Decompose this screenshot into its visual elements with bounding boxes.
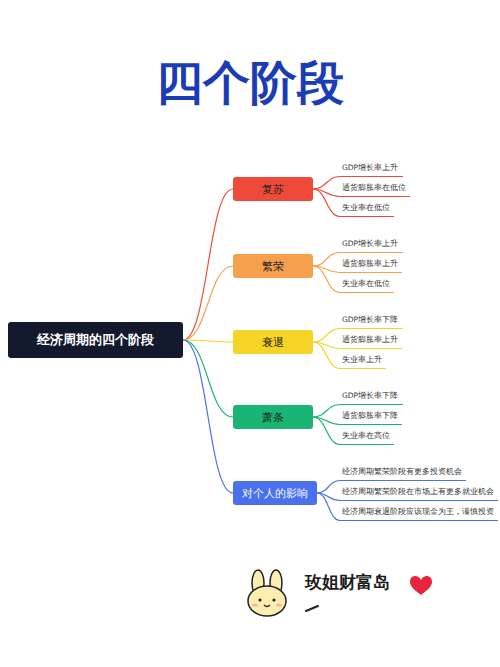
leaf-topic: 通货膨胀率上升 xyxy=(340,259,402,273)
stage-box: 衰退 xyxy=(233,330,313,354)
node-text: 繁荣 xyxy=(262,259,284,274)
leaf-topic: 通货膨胀率在低位 xyxy=(340,183,410,197)
node-text: 复苏 xyxy=(262,182,284,197)
branch-connector xyxy=(313,342,340,369)
leaf-topic: 经济周期繁荣阶段在市场上有更多就业机会 xyxy=(340,487,498,501)
node-text: 衰退 xyxy=(262,335,284,350)
node-text: 经济周期繁荣阶段有更多投资机会 xyxy=(342,467,462,476)
leaf-topic: GDP增长率上升 xyxy=(340,163,403,177)
branch-connector xyxy=(313,329,340,343)
node-text: 失业率在高位 xyxy=(342,431,390,440)
heart-symbol xyxy=(410,576,432,595)
node-text: 经济周期衰退阶段应该现金为王，谨慎投资 xyxy=(342,507,494,516)
node-text: 通货膨胀率上升 xyxy=(342,335,398,344)
branch-connector xyxy=(313,266,340,293)
node-text: 萧条 xyxy=(262,410,284,425)
stage-box: 萧条 xyxy=(233,405,313,429)
leaf-topic: 失业率在高位 xyxy=(340,431,394,445)
node-text: GDP增长率下降 xyxy=(342,315,398,324)
node-text: 经济周期的四个阶段 xyxy=(37,331,154,349)
leaf-topic: 失业率在低位 xyxy=(340,279,394,293)
branch-connector xyxy=(313,405,340,418)
stage-box: 繁荣 xyxy=(233,254,313,278)
node-text: 通货膨胀率在低位 xyxy=(342,183,406,192)
leaf-topic: 通货膨胀率下降 xyxy=(340,411,402,425)
branch-connector xyxy=(183,340,233,417)
node-text: 经济周期繁荣阶段在市场上有更多就业机会 xyxy=(342,487,494,496)
stage-box: 复苏 xyxy=(233,177,313,201)
leaf-topic: GDP增长率下降 xyxy=(340,391,403,405)
branch-connector xyxy=(313,177,340,190)
branch-connector xyxy=(313,417,340,445)
leaf-topic: 失业率在低位 xyxy=(340,203,394,217)
branch-connector xyxy=(313,253,340,267)
node-text: 失业率在低位 xyxy=(342,279,390,288)
leaf-topic: 失业率上升 xyxy=(340,355,386,369)
leaf-topic: GDP增长率上升 xyxy=(340,239,403,253)
stage-box: 对个人的影响 xyxy=(233,481,317,505)
node-text: 通货膨胀率上升 xyxy=(342,259,398,268)
leaf-topic: 通货膨胀率上升 xyxy=(340,335,402,349)
bunny-icon xyxy=(248,570,286,616)
node-text: 对个人的影响 xyxy=(242,486,308,501)
branch-connector xyxy=(183,189,233,340)
node-text: 失业率在低位 xyxy=(342,203,390,212)
node-text: GDP增长率下降 xyxy=(342,391,398,400)
branch-connector xyxy=(313,189,340,217)
node-text: GDP增长率上升 xyxy=(342,239,398,248)
node-text: 失业率上升 xyxy=(342,355,382,364)
branch-connector xyxy=(317,493,340,521)
branch-connector xyxy=(317,481,340,494)
root-box: 经济周期的四个阶段 xyxy=(8,322,183,358)
page-title: 四个阶段 xyxy=(0,52,500,115)
node-text: 通货膨胀率下降 xyxy=(342,411,398,420)
node-text: GDP增长率上升 xyxy=(342,163,398,172)
leaf-topic: 经济周期衰退阶段应该现金为王，谨慎投资 xyxy=(340,507,498,521)
branch-connector xyxy=(183,266,233,340)
branch-connector xyxy=(183,340,233,493)
leaf-topic: GDP增长率下降 xyxy=(340,315,403,329)
leaf-topic: 经济周期繁荣阶段有更多投资机会 xyxy=(340,467,466,481)
pen-stroke xyxy=(306,606,318,611)
watermark-text: 玫姐财富岛 xyxy=(305,571,390,594)
branch-connector xyxy=(183,340,233,342)
